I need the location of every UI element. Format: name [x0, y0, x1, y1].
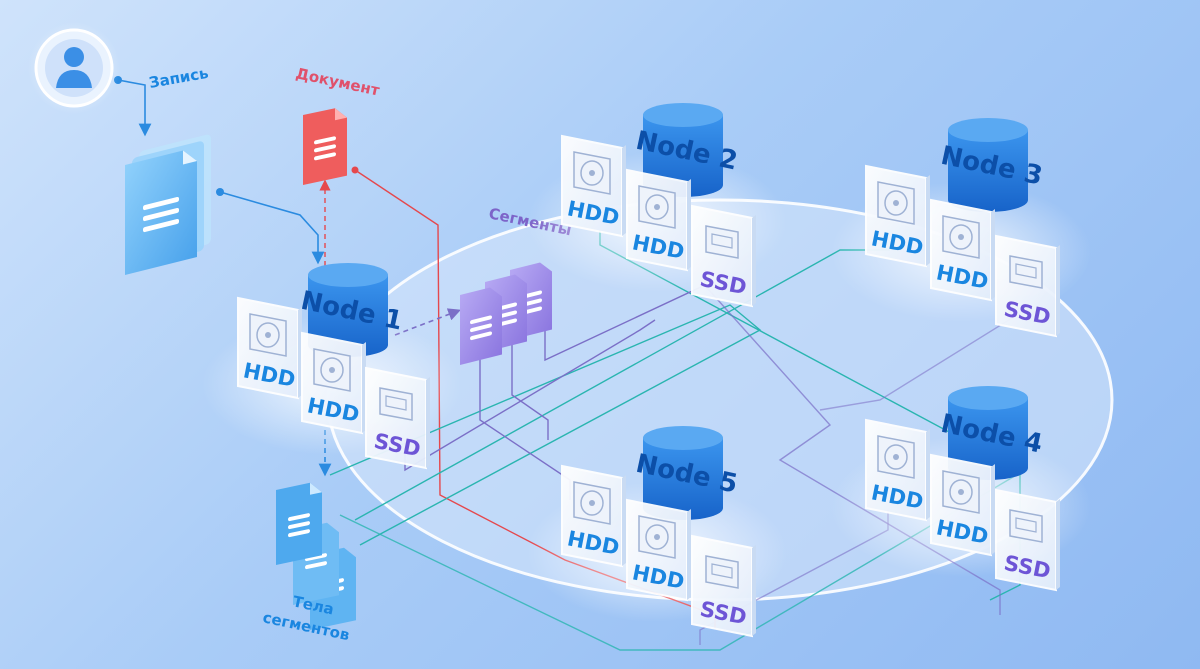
node5-ssd-disk-3: SSD: [691, 534, 756, 638]
ssd-icon: [1009, 509, 1043, 543]
hdd-icon: [942, 470, 980, 514]
node1-hdd-disk-1: HDD: [237, 296, 302, 400]
document-icon: [303, 108, 347, 185]
node4-ssd-disk-3: SSD: [995, 488, 1060, 592]
node4-hdd-disk-2: HDD: [930, 453, 995, 557]
segment-bodies-icon: [276, 482, 356, 630]
teal-line-2: [329, 304, 762, 546]
hdd-icon: [638, 185, 676, 229]
hdd-icon: [573, 481, 611, 525]
node5-database: Node 5: [633, 426, 740, 520]
ssd-icon: [1009, 255, 1043, 289]
node1-ssd-disk-3: SSD: [365, 366, 430, 470]
hdd-icon: [638, 515, 676, 559]
node2-hdd-disk-2: HDD: [626, 168, 691, 272]
database-icon: [948, 386, 1028, 480]
node3-database: Node 3: [938, 118, 1045, 212]
hdd-icon: [942, 215, 980, 259]
grey-line-1: [699, 279, 1001, 615]
node1-database: Node 1: [298, 263, 405, 357]
segments-icon: [460, 262, 552, 365]
grey-line-3: [819, 309, 1026, 411]
hdd-icon: [877, 435, 915, 479]
database-icon: [308, 263, 388, 357]
node4-database: Node 4: [938, 386, 1045, 480]
user-icon: [28, 22, 120, 114]
record-label: Запись: [148, 64, 210, 92]
node2-ssd-disk-3: SSD: [691, 204, 756, 308]
teal-line-4: [339, 469, 1026, 651]
hdd-icon: [573, 151, 611, 195]
node3-hdd-disk-1: HDD: [865, 164, 930, 268]
ssd-icon: [705, 225, 739, 259]
user-to-record-arrow: [117, 79, 152, 137]
node3-ssd-disk-3: SSD: [995, 234, 1060, 338]
ssd-icon: [705, 555, 739, 589]
node1-hdd-disk-2: HDD: [301, 331, 366, 435]
hdd-icon: [249, 313, 287, 357]
node4-hdd-disk-1: HDD: [865, 418, 930, 522]
database-icon: [643, 426, 723, 520]
record-to-node1-arrow: [219, 191, 325, 265]
hdd-icon: [313, 348, 351, 392]
document-label: Документ: [294, 64, 381, 99]
node2-hdd-disk-1: HDD: [561, 134, 626, 238]
hdd-icon: [877, 181, 915, 225]
node3-hdd-disk-2: HDD: [930, 198, 995, 302]
purple-line-2: [511, 345, 549, 440]
node5-hdd-disk-1: HDD: [561, 464, 626, 568]
document-stack-icon: [125, 134, 211, 275]
node5-hdd-disk-2: HDD: [626, 498, 691, 602]
database-icon: [948, 118, 1028, 212]
ssd-icon: [379, 387, 413, 421]
